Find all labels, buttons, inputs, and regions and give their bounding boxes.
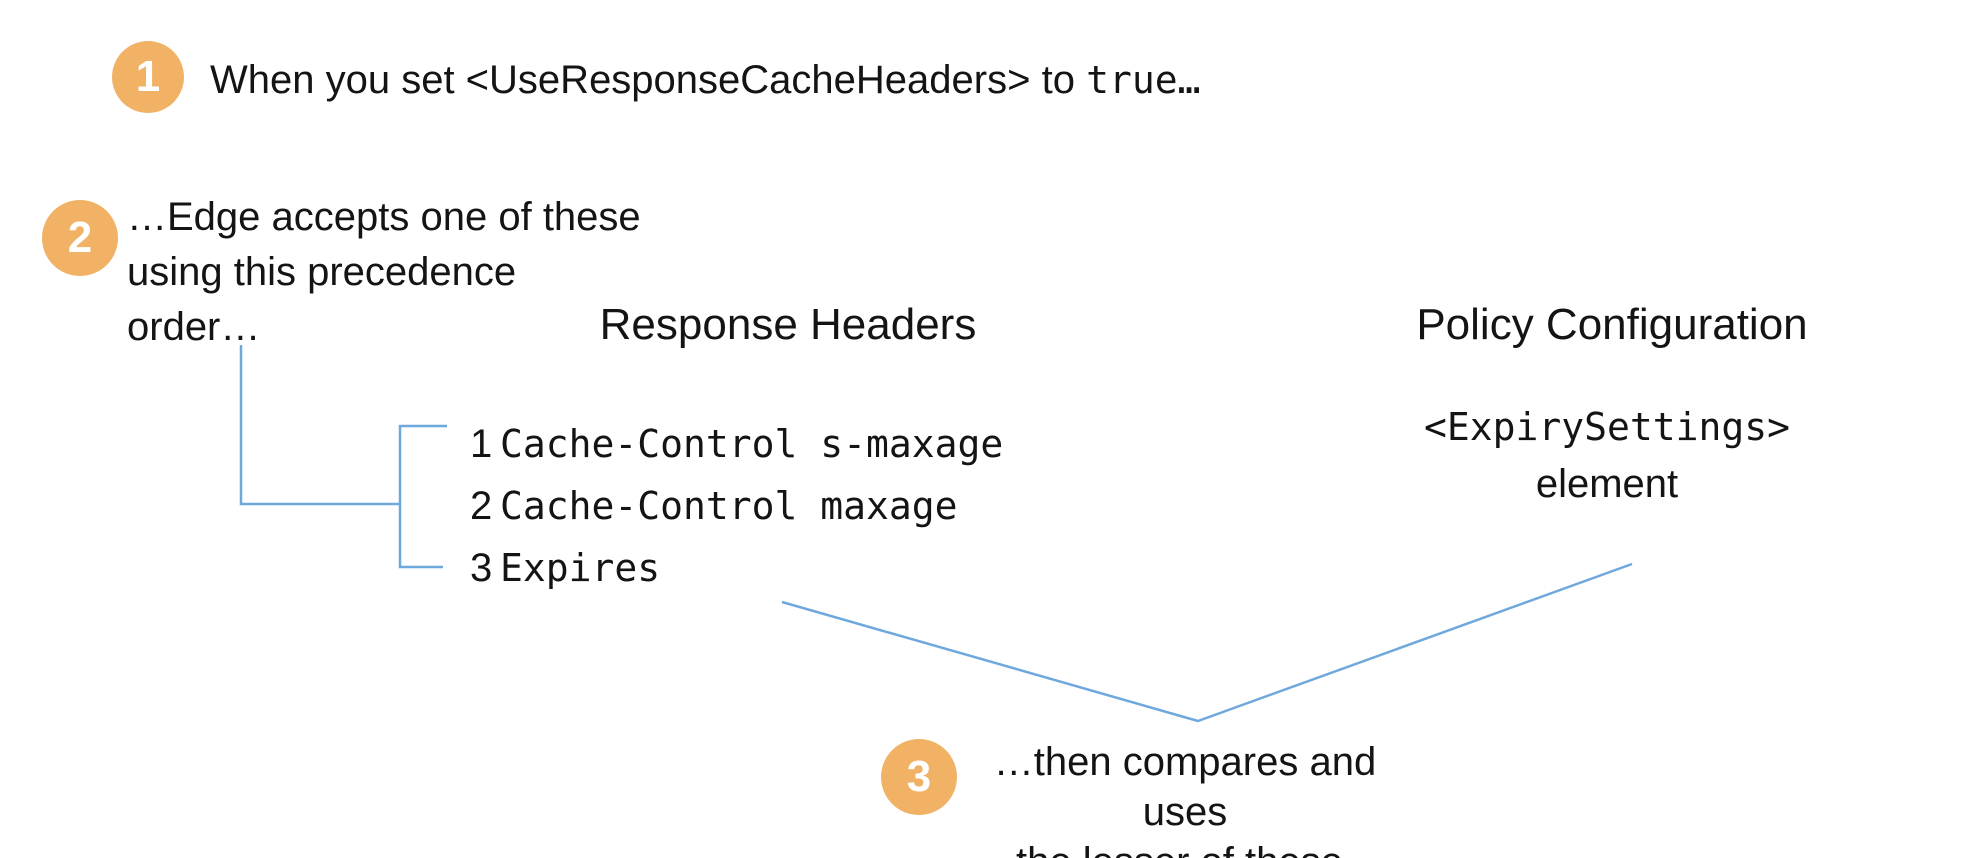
expiry-settings-block: <ExpirySettings> element	[1407, 403, 1807, 507]
expiry-settings-code: <ExpirySettings>	[1423, 405, 1791, 449]
precedence-value: Cache-Control maxage	[500, 484, 958, 528]
step1-caption-code: true…	[1086, 58, 1201, 102]
step1-caption: When you set <UseResponseCacheHeaders> t…	[210, 52, 1200, 108]
step3-caption: …then compares and uses the lesser of th…	[993, 740, 1377, 858]
precedence-row-3: 3 Expires	[470, 537, 1003, 599]
precedence-rank: 2	[470, 483, 493, 528]
precedence-rank: 3	[470, 545, 493, 590]
step1-caption-text: When you set <UseResponseCacheHeaders> t…	[210, 58, 1087, 102]
policy-configuration-heading: Policy Configuration	[1416, 300, 1808, 349]
step2-badge-number: 2	[67, 213, 93, 262]
precedence-value: Cache-Control s-maxage	[500, 422, 1004, 466]
precedence-value: Expires	[500, 546, 661, 590]
precedence-bracket	[398, 424, 447, 569]
step2-badge: 2	[42, 200, 118, 276]
step1-badge: 1	[112, 41, 184, 113]
expiry-settings-label: element	[1535, 462, 1679, 506]
precedence-row-2: 2 Cache-Control maxage	[470, 475, 1003, 537]
step1-badge-number: 1	[135, 52, 161, 101]
response-headers-heading: Response Headers	[599, 300, 977, 349]
precedence-list: 1 Cache-Control s-maxage 2 Cache-Control…	[470, 413, 1003, 599]
precedence-row-1: 1 Cache-Control s-maxage	[470, 413, 1003, 475]
step2-caption: …Edge accepts one of these using this pr…	[127, 195, 641, 349]
step3-badge-number: 3	[906, 752, 932, 801]
step3-badge: 3	[881, 739, 957, 815]
step2-connector	[239, 345, 400, 506]
precedence-rank: 1	[470, 421, 493, 466]
